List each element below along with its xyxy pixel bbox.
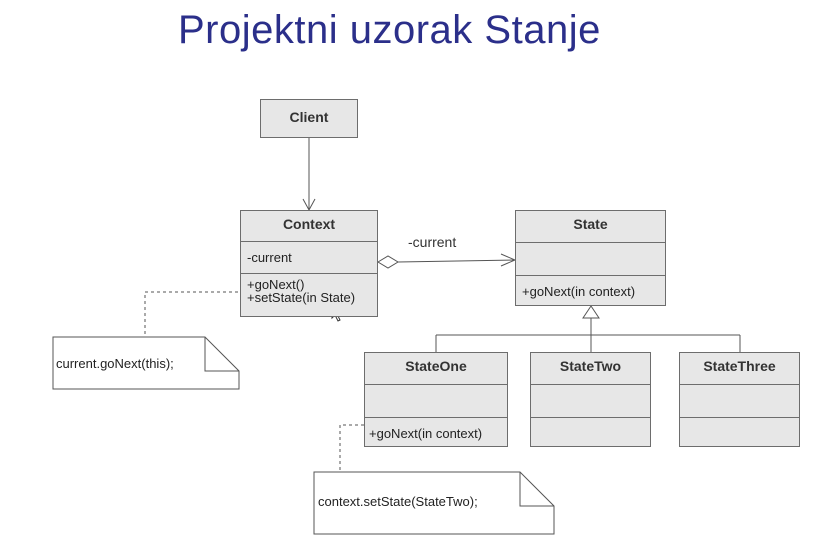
state-one-class: StateOne +goNext(in context) [364,352,508,447]
context-note-fold [204,337,239,372]
context-note-shape [52,336,240,390]
state-one-note-text: context.setState(StateTwo); [318,494,478,509]
state-one-note-connector [339,424,364,472]
state-two-operations [531,417,650,446]
state-three-class-name: StateThree [703,358,776,374]
state-class-name: State [573,216,608,232]
state-three-attributes [680,384,799,417]
state-three-operations [680,417,799,446]
association-label: -current [408,234,457,250]
context-operation-gonext: +goNext() [247,277,305,292]
context-operations: +goNext() +setState(in State) [241,273,377,306]
context-state-association [397,259,516,263]
state-class: State +goNext(in context) [515,210,666,306]
context-note-text: current.goNext(this); [56,356,174,371]
generalization-triangle [582,305,600,319]
context-class: Context -current +goNext() +setState(in … [240,210,378,317]
context-attributes: -current [241,241,377,273]
state-one-operation-gonext: +goNext(in context) [369,426,483,441]
page-title: Projektni uzorak Stanje [178,8,601,52]
state-one-attributes [365,384,507,417]
client-class: Client [260,99,358,138]
state-one-note-fold [519,472,554,507]
state-three-class: StateThree [679,352,800,447]
context-operation-setstate: +setState(in State) [247,290,356,305]
state-operations: +goNext(in context) [516,275,665,300]
context-note-connector [144,291,244,337]
state-operation-gonext: +goNext(in context) [522,284,636,299]
state-two-attributes [531,384,650,417]
state-two-class: StateTwo [530,352,651,447]
state-two-class-name: StateTwo [559,358,622,374]
state-one-operations: +goNext(in context) [365,417,507,442]
client-class-name: Client [289,109,329,125]
state-attributes [516,242,665,275]
state-one-note-shape [313,471,555,535]
state-one-class-name: StateOne [405,358,467,374]
context-class-name: Context [282,216,336,232]
aggregation-diamond [377,255,399,269]
context-attribute-current: -current [247,250,292,265]
